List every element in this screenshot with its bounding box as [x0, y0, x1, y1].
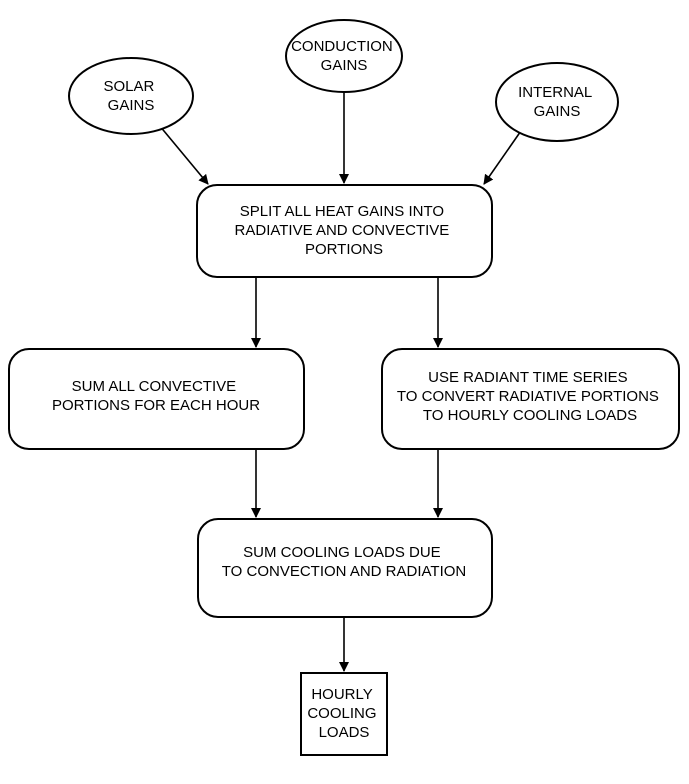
sum-convective-line: PORTIONS FOR EACH HOUR [52, 397, 260, 414]
radiant-time-series-box [381, 348, 680, 450]
sum-convective-box [8, 348, 305, 450]
node-internal-gains: INTERNAL GAINS [495, 62, 619, 142]
conduction-gains-line: GAINS [321, 57, 368, 74]
split-heat-gains-line: RADIATIVE AND CONVECTIVE [235, 222, 450, 239]
solar-gains-line: GAINS [108, 97, 155, 114]
hourly-cooling-loads-line: COOLING [307, 705, 376, 722]
hourly-cooling-loads-line: HOURLY [311, 686, 372, 703]
node-solar-gains: SOLAR GAINS [68, 57, 194, 135]
split-heat-gains-box [196, 184, 493, 278]
radiant-time-series-line: TO CONVERT RADIATIVE PORTIONS [397, 388, 659, 405]
sum-convective-line: SUM ALL CONVECTIVE [72, 378, 237, 395]
split-heat-gains-line: SPLIT ALL HEAT GAINS INTO [240, 203, 444, 220]
conduction-gains-line: CONDUCTION [291, 38, 393, 55]
sum-convective-label: SUM ALL CONVECTIVE PORTIONS FOR EACH HOU… [52, 378, 260, 414]
node-sum-cooling-loads: SUM COOLING LOADS DUE TO CONVECTION AND … [197, 518, 493, 618]
solar-gains-line: SOLAR [103, 78, 154, 95]
node-radiant-time-series: USE RADIANT TIME SERIES TO CONVERT RADIA… [381, 348, 680, 450]
split-heat-gains-label: SPLIT ALL HEAT GAINS INTO RADIATIVE AND … [235, 203, 454, 258]
edges [158, 90, 524, 672]
sum-cooling-loads-line: TO CONVECTION AND RADIATION [222, 563, 466, 580]
conduction-gains-label: CONDUCTION GAINS [291, 38, 397, 74]
sum-cooling-loads-line: SUM COOLING LOADS DUE [243, 544, 441, 561]
sum-cooling-loads-label: SUM COOLING LOADS DUE TO CONVECTION AND … [222, 544, 466, 580]
node-sum-convective: SUM ALL CONVECTIVE PORTIONS FOR EACH HOU… [8, 348, 305, 450]
internal-gains-label: INTERNAL GAINS [518, 84, 596, 120]
hourly-cooling-loads-box [300, 672, 388, 756]
solar-gains-ellipse [68, 57, 194, 135]
node-split-heat-gains: SPLIT ALL HEAT GAINS INTO RADIATIVE AND … [196, 184, 493, 278]
node-conduction-gains: CONDUCTION GAINS [285, 19, 403, 93]
node-hourly-cooling-loads: HOURLY COOLING LOADS [300, 672, 388, 756]
internal-gains-ellipse [495, 62, 619, 142]
radiant-time-series-label: USE RADIANT TIME SERIES TO CONVERT RADIA… [397, 369, 663, 424]
solar-gains-label: SOLAR GAINS [103, 78, 158, 114]
hourly-cooling-loads-line: LOADS [319, 724, 370, 741]
sum-cooling-loads-box [197, 518, 493, 618]
radiant-time-series-line: USE RADIANT TIME SERIES [428, 369, 628, 386]
arrow-internal-to-split [483, 127, 524, 185]
hourly-cooling-loads-label: HOURLY COOLING LOADS [307, 686, 380, 741]
radiant-time-series-line: TO HOURLY COOLING LOADS [423, 407, 637, 424]
split-heat-gains-line: PORTIONS [305, 241, 383, 258]
conduction-gains-ellipse [285, 19, 403, 93]
arrow-solar-to-split [158, 124, 209, 185]
internal-gains-line: INTERNAL [518, 84, 592, 101]
internal-gains-line: GAINS [534, 103, 581, 120]
